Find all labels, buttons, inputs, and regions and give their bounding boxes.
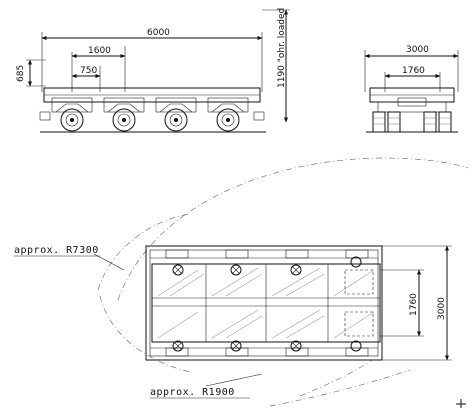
- dim-plan-width: 3000: [437, 245, 449, 361]
- svg-text:3000: 3000: [437, 297, 447, 320]
- bogie-housings: [51, 97, 249, 113]
- plan-wheels-bottom: [165, 340, 369, 357]
- outer-turning-arc: [117, 157, 469, 301]
- wheels-side: [60, 108, 240, 132]
- svg-text:1760: 1760: [402, 66, 425, 76]
- dim-overall-length: 6000: [41, 28, 263, 40]
- svg-text:685: 685: [16, 65, 26, 82]
- svg-text:1600: 1600: [88, 46, 111, 56]
- dim-plan-track: 1760: [409, 269, 421, 337]
- svg-text:6000: 6000: [147, 28, 170, 38]
- dim-axle-pitch: 750: [71, 66, 101, 78]
- dim-deck-height: 685: [16, 59, 46, 87]
- note-inner-radius: approx. R1900: [150, 387, 235, 398]
- plan-view: 1760 3000 approx. R7300 approx. R1900: [14, 157, 469, 408]
- dim-loaded-height: 1190 "ohr. loaded: [262, 8, 290, 123]
- plan-wheels-top: [165, 249, 369, 276]
- side-view: 6000 1600 750 685 1190 "ohr. loaded: [16, 8, 290, 133]
- plan-hatching: [157, 267, 375, 339]
- svg-text:1760: 1760: [409, 293, 419, 316]
- svg-text:750: 750: [80, 66, 97, 76]
- dim-axle-group: 1600: [71, 46, 126, 58]
- dim-end-track: 1760: [384, 66, 441, 78]
- note-outer-radius: approx. R7300: [14, 245, 99, 256]
- dim-end-width: 3000: [364, 45, 459, 58]
- inner-turning-arc: [97, 213, 191, 291]
- svg-text:1190 "ohr. loaded: 1190 "ohr. loaded: [277, 8, 287, 88]
- svg-text:3000: 3000: [406, 45, 429, 55]
- end-view: 3000 1760: [364, 45, 459, 133]
